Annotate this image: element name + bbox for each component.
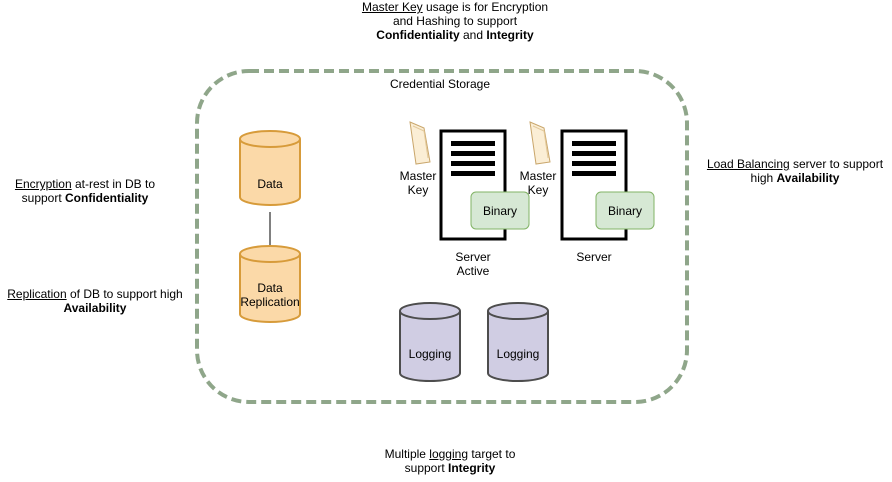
master-key-label-2b: Key [528, 183, 549, 197]
replication-database-label-2: Replication [240, 295, 299, 309]
replication-database-label-1: Data [257, 281, 283, 295]
master-key-label-2a: Master [520, 169, 557, 183]
note-replication: Replication of DB to support high Availa… [7, 287, 183, 315]
server-active-label-2: Active [457, 264, 490, 278]
master-key-label-1a: Master [400, 169, 437, 183]
master-key-icon [409, 121, 431, 165]
note-master-key: Master Key usage is for Encryption and H… [361, 0, 549, 42]
logging-database-2: Logging [487, 302, 549, 382]
container-label: Credential Storage [390, 77, 490, 91]
note-logging: Multiple logging target to support Integ… [384, 447, 516, 475]
data-database-label: Data [257, 177, 283, 191]
server-active-label-1: Server [455, 250, 490, 264]
replication-database: Data Replication [239, 245, 301, 323]
credential-storage-container [195, 69, 689, 404]
data-database: Data [239, 130, 301, 206]
binary-label-2: Binary [608, 204, 642, 218]
binary-box-1: Binary [470, 191, 530, 230]
logging-label-1: Logging [409, 347, 452, 361]
binary-box-2: Binary [595, 191, 655, 230]
server-label: Server [576, 250, 611, 264]
logging-label-2: Logging [497, 347, 540, 361]
server-icon [560, 129, 628, 241]
logging-database-1: Logging [399, 302, 461, 382]
note-encryption: Encryption at-rest in DB to support Conf… [14, 177, 156, 205]
binary-label-1: Binary [483, 204, 517, 218]
master-key-label-1b: Key [408, 183, 429, 197]
note-load-balancing: Load Balancing server to support high Av… [706, 157, 884, 185]
master-key-icon [529, 121, 551, 165]
